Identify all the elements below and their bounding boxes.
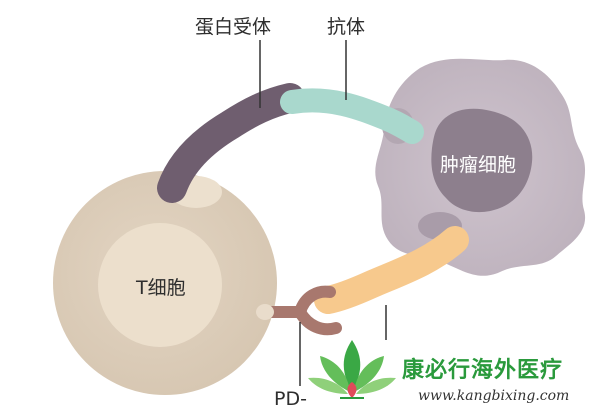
- pd-arm-lower: [294, 306, 342, 336]
- label-protein-receptor: 蛋白受体: [195, 16, 272, 38]
- label-tumor-cell: 肿瘤细胞: [440, 154, 517, 176]
- label-pd: PD-: [274, 388, 307, 410]
- antibody: [280, 88, 424, 144]
- t-cell-pd-site: [256, 304, 274, 320]
- lotus-logo-icon: [308, 340, 396, 399]
- label-t-cell: T细胞: [136, 277, 186, 299]
- tumor-nucleus: [431, 108, 533, 213]
- watermark-url: www.kangbixing.com: [418, 388, 570, 404]
- t-cell-nucleus: [98, 223, 222, 347]
- protein-receptor: [157, 83, 305, 203]
- orange-arm: [314, 226, 469, 314]
- label-antibody: 抗体: [327, 16, 366, 38]
- watermark-name: 康必行海外医疗: [402, 358, 564, 383]
